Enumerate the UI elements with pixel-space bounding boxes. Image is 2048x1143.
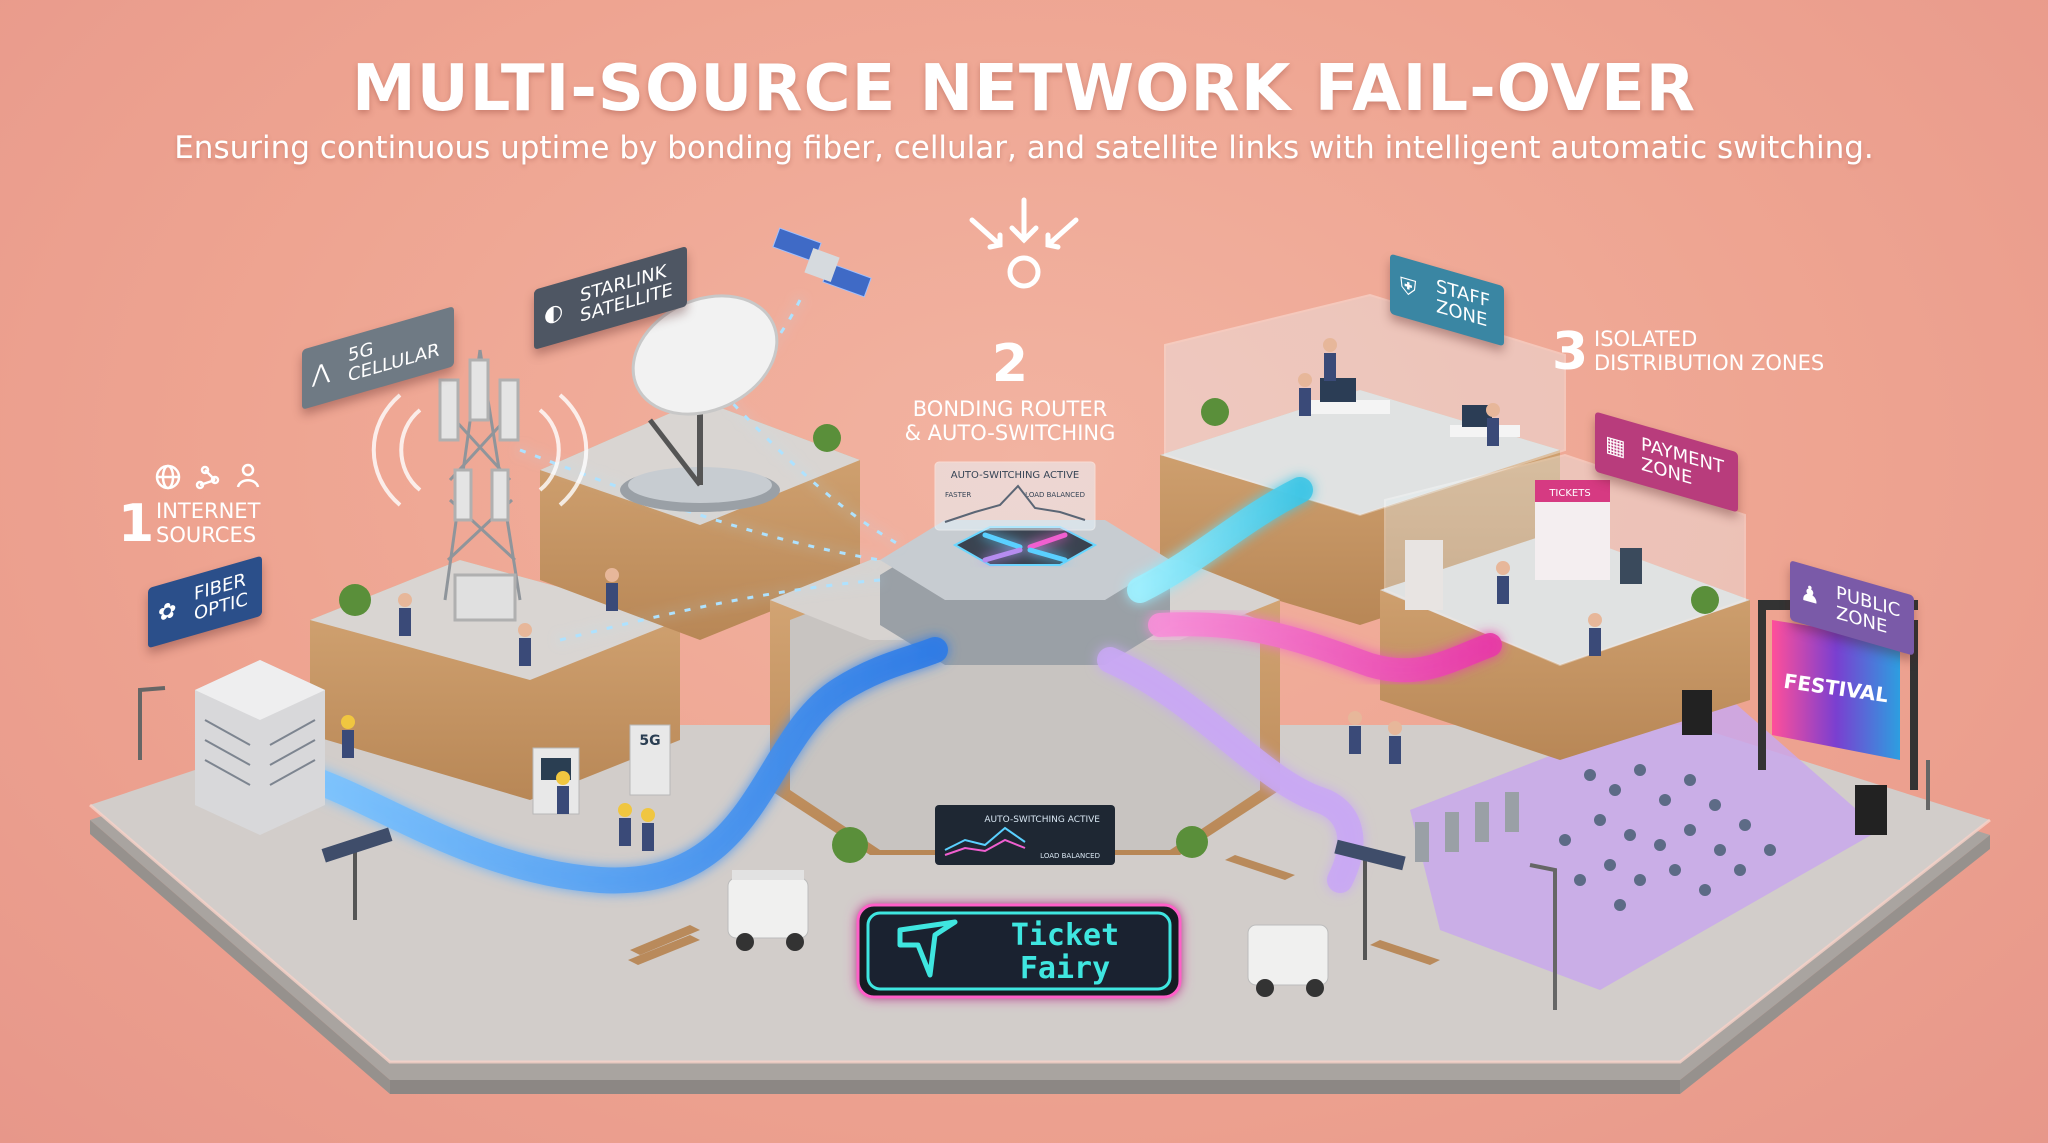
fiber-link [287,637,948,894]
bench-left [628,925,700,965]
server-racks [195,660,325,835]
kiosk-5g-badge: 5G [639,733,660,749]
brand-line1: Ticket [1011,918,1119,953]
bonding-router [880,520,1170,665]
brand-plate: Ticket Fairy [856,903,1182,999]
payment-block [1380,453,1750,760]
convergence-icon [969,197,1079,289]
brand-line2: Fairy [1020,951,1110,986]
section1-icons [155,463,260,490]
section-1-line1: INTERNET [156,499,261,523]
section-2-label: 2 BONDING ROUTER & AUTO-SWITCHING [880,338,1140,445]
satellite [772,227,872,298]
golf-cart-left [727,870,809,951]
router-panel-left: FASTER [945,491,971,499]
router-screen-title: AUTO-SWITCHING ACTIVE [984,815,1100,825]
crowd [1559,764,1776,911]
router-panel: AUTO-SWITCHING ACTIVE FASTER LOAD BALANC… [934,461,1096,531]
page-title: MULTI-SOURCE NETWORK FAIL-OVER [352,52,1696,126]
ticket-fairy-logo-icon [897,919,958,978]
section-3-number: 3 [1552,322,1589,382]
section-2-line2: & AUTO-SWITCHING [904,420,1116,445]
festival-stage: FESTIVAL [1682,600,1918,835]
user-icon [236,463,260,488]
section-2-number: 2 [991,334,1029,394]
payment-link [1148,612,1502,683]
router-panel-right: LOAD BALANCED [1025,491,1085,499]
section-1-number: 1 [118,494,155,554]
signposts [321,827,1406,960]
antenna-icon: ⋀ [312,358,331,389]
cell-tower [438,349,522,622]
golf-cart-right [1247,924,1329,997]
router-panel-title: AUTO-SWITCHING ACTIVE [951,470,1079,481]
network-icon [195,465,220,490]
section-3-line2: DISTRIBUTION ZONES [1594,350,1825,375]
dish-icon: ◐ [544,298,564,329]
section-1-line2: SOURCES [156,522,257,547]
crowd-icon: ♟ [1800,579,1820,611]
shield-icon: ⛨ [1400,273,1417,303]
staff-block [1160,293,1566,625]
plants [339,398,1719,863]
router-screen-sub: LOAD BALANCED [1040,852,1100,860]
card-icon: ▦ [1605,431,1626,463]
staff-link [1127,477,1313,603]
public-link [1097,647,1364,893]
section-3-line1: ISOLATED [1594,327,1698,351]
page-subtitle: Ensuring continuous uptime by bonding fi… [174,130,1874,166]
router-screen: AUTO-SWITCHING ACTIVE LOAD BALANCED [935,805,1115,865]
ticket-booth-sign: TICKETS [1548,488,1590,499]
bench-right [1225,855,1440,965]
street-lamps [138,686,1930,1010]
turnstiles [1415,792,1519,862]
cellular-wave [371,393,589,507]
fiber-icon: ✿ [158,596,177,628]
section-2-line1: BONDING ROUTER [912,397,1108,421]
workers [341,338,1602,851]
